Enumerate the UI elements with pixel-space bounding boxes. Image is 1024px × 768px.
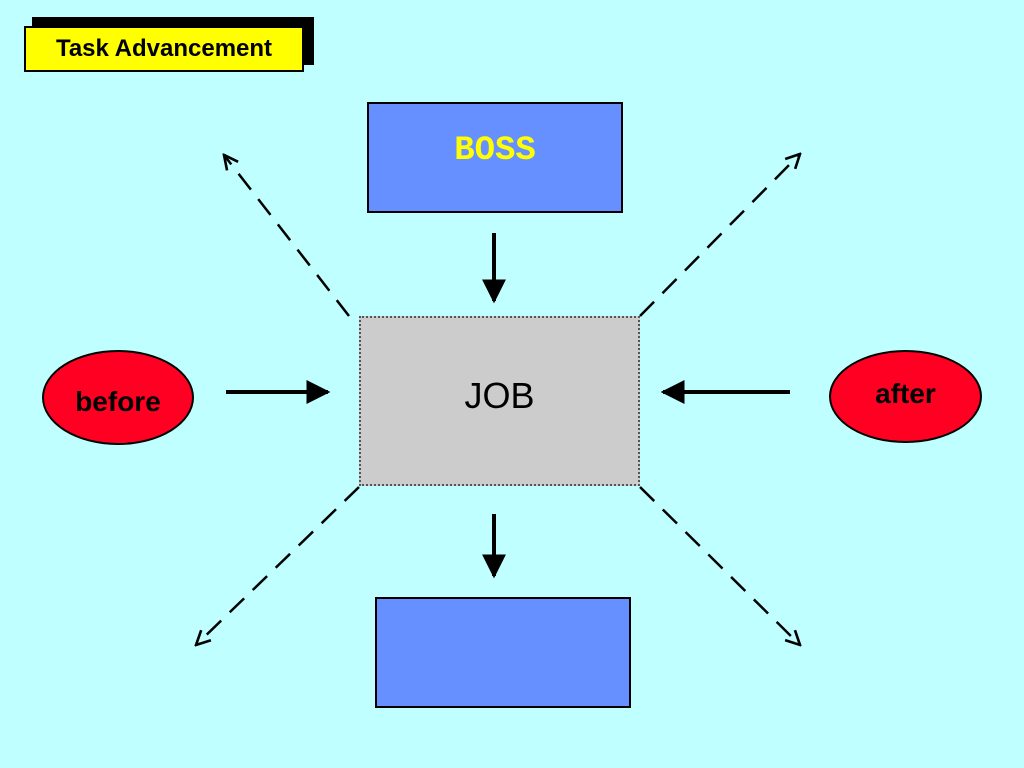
dashed-arrow-upper-left	[224, 155, 350, 317]
before-label: before	[75, 385, 161, 417]
slide-title: Task Advancement	[24, 26, 304, 72]
boss-label: BOSS	[454, 131, 536, 170]
dashed-arrow-lower-right	[639, 486, 800, 645]
boss-box: BOSS	[367, 102, 623, 213]
after-ellipse: after	[829, 350, 982, 443]
job-box: JOB	[359, 316, 640, 486]
output-box	[375, 597, 631, 708]
job-label: JOB	[464, 375, 535, 416]
after-label: after	[875, 378, 936, 409]
before-ellipse: before	[42, 350, 194, 445]
dashed-arrow-lower-left	[196, 486, 360, 645]
dashed-arrow-upper-right	[639, 154, 800, 317]
